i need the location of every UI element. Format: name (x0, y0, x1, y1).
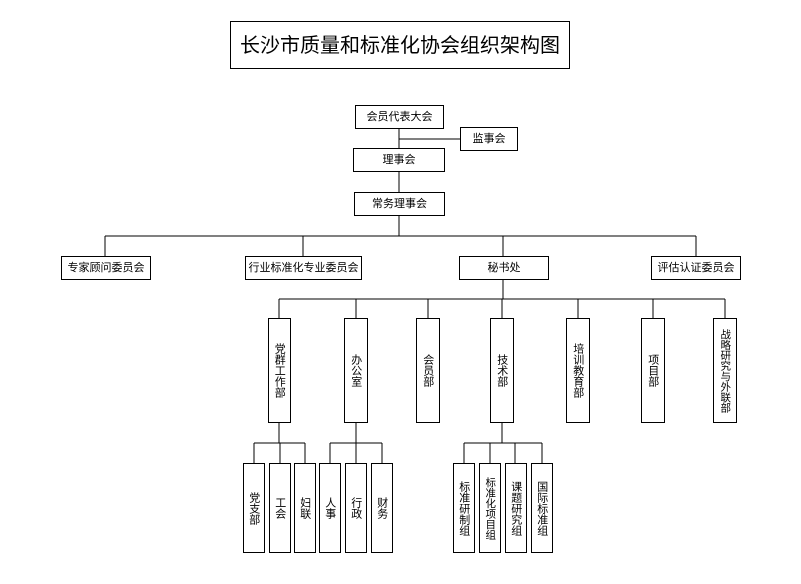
node-strategy: 战略研究与外联部 (713, 318, 737, 423)
node-finance: 财务 (371, 463, 393, 553)
node-party: 党群工作部 (268, 318, 291, 423)
node-party-label: 党群工作部 (273, 343, 287, 398)
node-strategy-label: 战略研究与外联部 (719, 328, 732, 413)
node-tech: 技术部 (490, 318, 514, 423)
node-training-label: 培训教育部 (571, 343, 585, 398)
node-project-label: 项目部 (646, 354, 660, 387)
node-std-project: 标准化项目组 (479, 463, 501, 553)
node-intl-std: 国际标准组 (531, 463, 553, 553)
node-std-research: 标准研制组 (453, 463, 475, 553)
node-hr: 人事 (319, 463, 341, 553)
node-supervisory: 监事会 (460, 127, 518, 151)
node-std-project-label: 标准化项目组 (484, 476, 497, 540)
node-party-branch: 党支部 (243, 463, 265, 553)
node-union-label: 工会 (273, 497, 287, 519)
node-tech-label: 技术部 (495, 354, 509, 387)
node-member-label: 会员部 (421, 354, 435, 387)
node-finance-label: 财务 (375, 497, 389, 519)
node-union: 工会 (269, 463, 291, 553)
node-intl-std-label: 国际标准组 (535, 480, 549, 536)
node-hr-label: 人事 (323, 497, 337, 519)
node-admin: 行政 (345, 463, 367, 553)
node-standing: 常务理事会 (354, 192, 445, 216)
node-evaluation: 评估认证委员会 (651, 256, 741, 280)
chart-title: 长沙市质量和标准化协会组织架构图 (230, 21, 570, 69)
node-member: 会员部 (416, 318, 440, 423)
node-secretariat: 秘书处 (459, 256, 549, 280)
node-experts: 专家顾问委员会 (61, 256, 151, 280)
node-party-branch-label: 党支部 (247, 491, 261, 525)
node-office-label: 办公室 (349, 354, 363, 387)
node-women-label: 妇联 (298, 497, 312, 519)
node-project: 项目部 (641, 318, 665, 423)
node-office: 办公室 (344, 318, 368, 423)
node-assembly: 会员代表大会 (355, 105, 444, 129)
node-council: 理事会 (353, 148, 445, 172)
node-topic-research-label: 课题研究组 (509, 480, 523, 536)
node-women: 妇联 (294, 463, 316, 553)
node-topic-research: 课题研究组 (505, 463, 527, 553)
node-std-research-label: 标准研制组 (457, 480, 471, 536)
node-training: 培训教育部 (566, 318, 590, 423)
node-admin-label: 行政 (349, 497, 363, 519)
node-industry: 行业标准化专业委员会 (245, 256, 362, 280)
